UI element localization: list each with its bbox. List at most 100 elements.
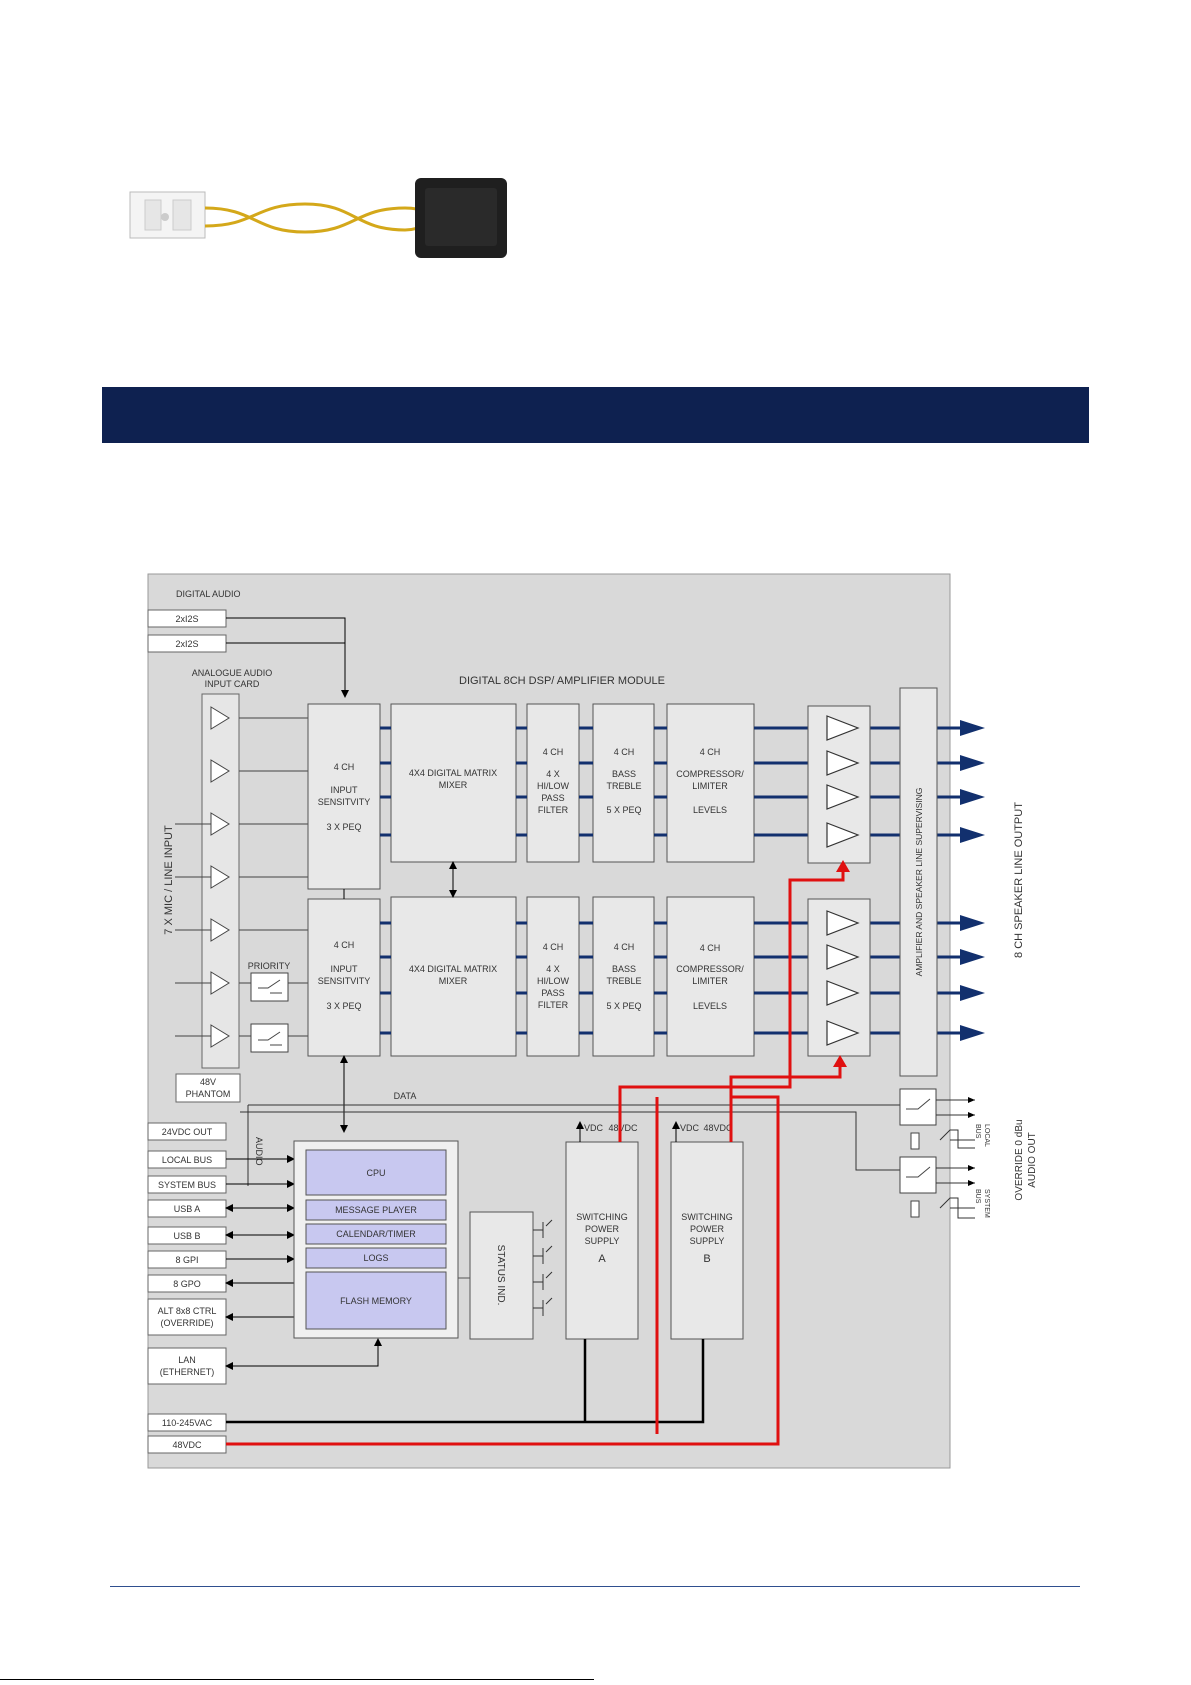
label-local-bus: LOCAL BUS (162, 1155, 212, 1165)
analogue-card-label-1: ANALOGUE AUDIO (192, 668, 273, 678)
psu-a (565, 1141, 639, 1340)
speaker-output-label: 8 CH SPEAKER LINE OUTPUT (1013, 802, 1025, 958)
audio-label: AUDIO (254, 1137, 264, 1166)
filter-lower-t4: PASS (541, 988, 564, 998)
input-block-upper-t3: SENSITVITY (318, 797, 371, 807)
calendar-box (305, 1223, 447, 1245)
psu-b-t4: B (703, 1253, 710, 1265)
eq-lower (592, 896, 655, 1057)
cpu-box (305, 1149, 447, 1196)
i2s-label-1: 2xI2S (175, 614, 198, 624)
psu-b-t2: POWER (690, 1224, 725, 1234)
eq-upper (592, 703, 655, 863)
input-block-lower (307, 898, 381, 1057)
filter-lower-t1: 4 CH (543, 942, 564, 952)
label-alt-ctrl-1: ALT 8x8 CTRL (158, 1306, 217, 1316)
logs-box (305, 1247, 447, 1269)
psu-b (670, 1141, 744, 1340)
lower-signal-lines (380, 921, 900, 1035)
upper-signal-lines (380, 726, 900, 837)
filter-upper-t3: HI/LOW (537, 781, 570, 791)
label-alt-ctrl-2: (OVERRIDE) (160, 1318, 213, 1328)
comp-lower-t2: COMPRESSOR/ (676, 964, 744, 974)
label-usb-b: USB B (173, 1231, 200, 1241)
analogue-input-card (201, 693, 240, 1069)
eq-upper-t3: TREBLE (606, 781, 641, 791)
dc-power-lines (226, 870, 845, 1446)
local-bus-label-2: BUS (974, 1124, 981, 1139)
priority-label: PRIORITY (248, 961, 291, 971)
filter-upper-t1: 4 CH (543, 747, 564, 757)
psu-a-vdc: VDC (584, 1123, 604, 1133)
mixer-upper-t2: MIXER (439, 780, 468, 790)
message-player-box (305, 1199, 447, 1221)
system-bus-line (240, 1111, 900, 1171)
input-block-upper (307, 703, 381, 890)
psu-b-vdc: VDC (680, 1123, 700, 1133)
dc-power-arrowheads (833, 860, 850, 1067)
eq-upper-t1: 4 CH (614, 747, 635, 757)
footer-rule (110, 1586, 1080, 1587)
filter-lower-t5: FILTER (538, 1000, 569, 1010)
label-dc-power: 48VDC (172, 1440, 202, 1450)
filter-lower-t3: HI/LOW (537, 976, 570, 986)
input-wires (175, 717, 308, 1037)
psu-b-t1: SWITCHING (681, 1212, 733, 1222)
bottom-rule (0, 1679, 594, 1680)
input-block-lower-t3: SENSITVITY (318, 976, 371, 986)
mic-input-label: 7 X MIC / LINE INPUT (163, 825, 175, 935)
filter-lower (526, 896, 580, 1057)
psu-b-48vdc: 48VDC (703, 1123, 733, 1133)
filter-lower-t2: 4 X (546, 964, 560, 974)
local-bus-label-1: LOCAL (983, 1124, 990, 1147)
filter-upper-t5: FILTER (538, 805, 569, 815)
input-block-upper-t4: 3 X PEQ (326, 822, 361, 832)
system-bus-label-1: SYSTEM (983, 1189, 990, 1218)
label-lan-1: LAN (178, 1355, 196, 1365)
eq-lower-t1: 4 CH (614, 942, 635, 952)
i2s-line-1 (226, 617, 349, 698)
section-header-bar (102, 387, 1089, 443)
comp-upper-t3: LIMITER (692, 781, 728, 791)
amplifier-triangles (826, 715, 860, 1046)
output-arrowheads (960, 720, 985, 1041)
override-switch-1 (899, 1088, 937, 1126)
phantom-box (175, 1073, 241, 1103)
eq-lower-t2: BASS (612, 964, 636, 974)
filter-upper (526, 703, 580, 863)
io-connections (225, 1155, 382, 1370)
override-wires (936, 1099, 975, 1219)
upper-chain: 4 CH INPUT SENSITVITY 3 X PEQ 4X4 DIGITA… (307, 703, 755, 890)
label-gpo: 8 GPO (173, 1279, 201, 1289)
mixer-upper (390, 703, 517, 863)
module-title: DIGITAL 8CH DSP/ AMPLIFIER MODULE (459, 675, 665, 687)
comp-upper-t1: 4 CH (700, 747, 721, 757)
psu-a-t1: SWITCHING (576, 1212, 628, 1222)
priority-switch-2 (250, 1023, 289, 1053)
status-label: STATUS IND. (495, 1245, 506, 1306)
label-gpi: 8 GPI (175, 1255, 198, 1265)
supervising-block (899, 687, 938, 1077)
mixer-lower-t1: 4X4 DIGITAL MATRIX (409, 964, 497, 974)
filter-upper-t2: 4 X (546, 769, 560, 779)
flash-label: FLASH MEMORY (340, 1296, 412, 1306)
system-bus-label-2: BUS (974, 1189, 981, 1204)
eq-upper-t4: 5 X PEQ (606, 805, 641, 815)
digital-audio-label: DIGITAL AUDIO (176, 589, 241, 599)
cpu-label: CPU (366, 1168, 385, 1178)
label-ac-power: 110-245VAC (162, 1418, 213, 1428)
component-photo (129, 178, 507, 258)
comp-lower-t4: LEVELS (693, 1001, 727, 1011)
message-player-label: MESSAGE PLAYER (335, 1205, 417, 1215)
eq-lower-t3: TREBLE (606, 976, 641, 986)
override-label-2: AUDIO OUT (1027, 1132, 1038, 1188)
phantom-label-1: 48V (200, 1077, 216, 1087)
psu-b-t3: SUPPLY (690, 1236, 725, 1246)
override-arrowheads (968, 1097, 975, 1186)
input-block-upper-t2: INPUT (331, 785, 359, 795)
psu-a-t2: POWER (585, 1224, 620, 1234)
label-lan-2: (ETHERNET) (160, 1367, 215, 1377)
white-connector (129, 191, 206, 239)
calendar-label: CALENDAR/TIMER (336, 1229, 416, 1239)
